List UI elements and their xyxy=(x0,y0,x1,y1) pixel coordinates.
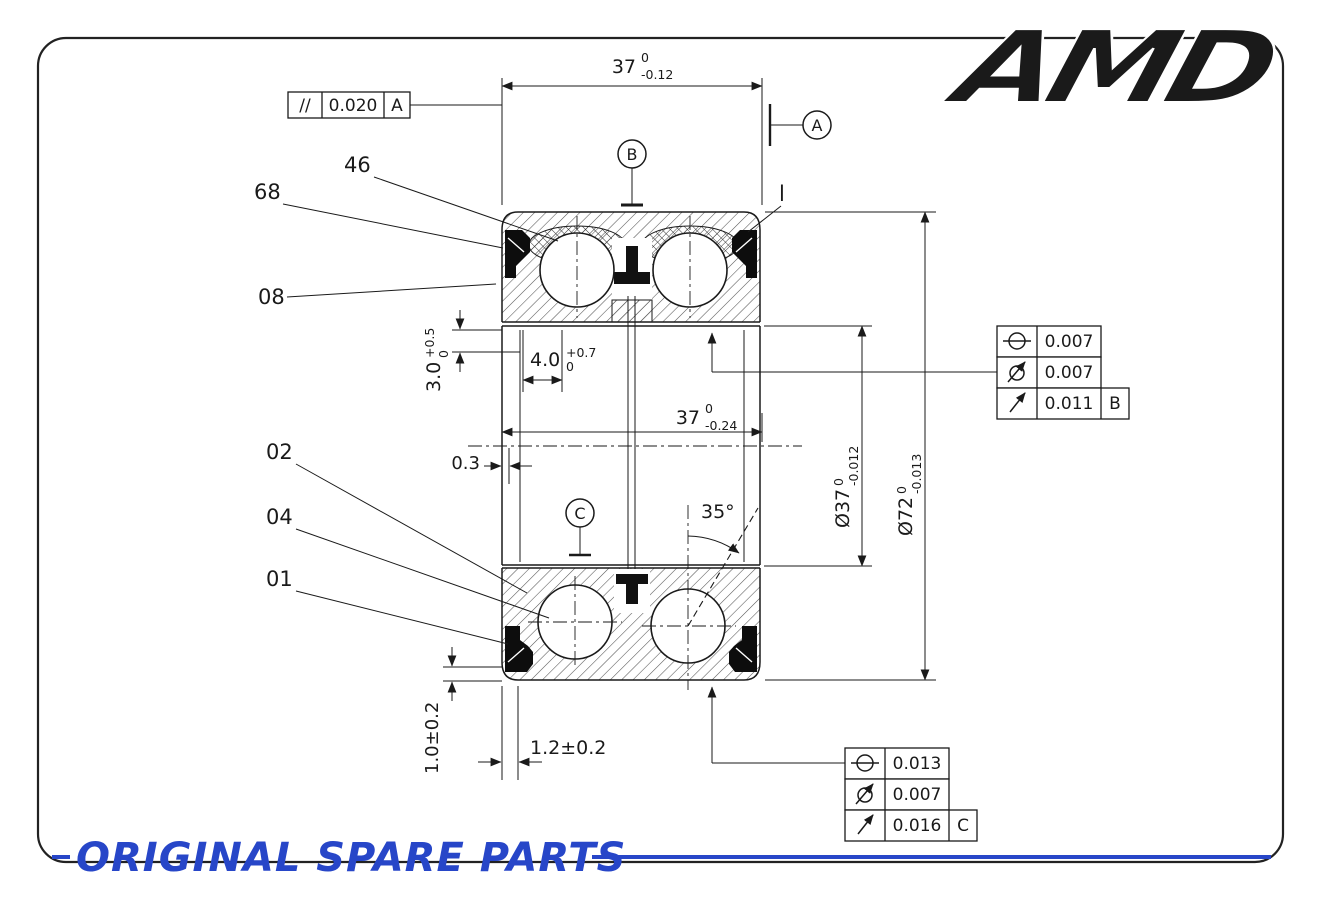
dim-seal-depth-upper: +0.5 xyxy=(422,328,437,358)
leader-l xyxy=(747,205,782,233)
leader-04 xyxy=(295,528,550,619)
dim-groove-width-value: 4.0 xyxy=(530,349,560,371)
dim-width-inner-upper: 0 xyxy=(705,401,713,416)
amd-logo-outline: AMD xyxy=(935,9,1288,125)
face-runout-icon xyxy=(851,754,879,772)
parallelism-frame: // 0.020 A xyxy=(287,91,502,119)
dim-groove-width-upper: +0.7 xyxy=(566,345,596,360)
leader-01 xyxy=(295,590,509,645)
dim-width-outer-upper: 0 xyxy=(641,50,649,65)
runout-c-row1-value: 0.013 xyxy=(893,754,942,774)
center-rib-bottom xyxy=(616,574,648,604)
dim-outer-dia-lower: -0.013 xyxy=(909,454,924,494)
dim-edge-offset: 0.3 xyxy=(451,453,532,474)
centerlines xyxy=(468,216,802,690)
runout-c-row2-value: 0.007 xyxy=(893,785,942,805)
dim-seal-depth-value: 3.0 xyxy=(423,362,445,392)
amd-logo: AMD AMD xyxy=(933,8,1288,127)
runout-b-row2-value: 0.007 xyxy=(1045,363,1094,383)
dim-lip-height-value: 1.0±0.2 xyxy=(422,702,443,774)
label-01: 01 xyxy=(266,567,293,591)
center-rib xyxy=(614,246,650,284)
seal-top-right xyxy=(732,230,757,278)
dim-outer-dia: Ø72 0 -0.013 xyxy=(765,211,936,681)
radial-runout-icon xyxy=(1007,361,1026,383)
parallelism-value: 0.020 xyxy=(329,96,378,116)
outer-ring-bottom-section xyxy=(501,564,761,681)
bore-section xyxy=(501,296,761,598)
datum-b-label: B xyxy=(627,145,638,164)
label-46: 46 xyxy=(344,153,371,177)
datum-c-label: C xyxy=(574,504,585,523)
dim-groove-width: 4.0 +0.7 0 xyxy=(522,330,596,392)
datum-b: B xyxy=(617,139,647,207)
runout-b-row3-value: 0.011 xyxy=(1045,394,1094,414)
dim-groove-width-lower: 0 xyxy=(566,359,574,374)
dim-seal-depth: 3.0 +0.5 0 xyxy=(422,310,520,392)
runout-b-row3-datum: B xyxy=(1109,394,1121,414)
runout-frame-c: 0.013 0.007 0.016 C xyxy=(707,686,978,842)
runout-c-row3-value: 0.016 xyxy=(893,816,942,836)
label-68: 68 xyxy=(254,180,281,204)
footer-slogan: ORIGINAL SPARE PARTS xyxy=(76,835,626,881)
dim-lip-width-value: 1.2±0.2 xyxy=(530,737,606,759)
dim-outer-dia-value: Ø72 xyxy=(895,497,917,536)
bearing-cross-section xyxy=(468,211,802,690)
dim-width-inner: 37 0 -0.24 xyxy=(501,401,763,442)
face-runout-icon xyxy=(1003,332,1031,350)
dim-contact-angle: 35° xyxy=(687,501,759,627)
parallelism-datum: A xyxy=(391,96,403,116)
runout-frame-b: 0.007 0.007 0.011 B xyxy=(707,325,1130,420)
leader-08 xyxy=(286,283,497,298)
runout-b-row1-value: 0.007 xyxy=(1045,332,1094,352)
runout-icon xyxy=(857,814,874,835)
dim-width-outer-lower: -0.12 xyxy=(641,67,673,82)
runout-icon xyxy=(1009,392,1026,413)
dim-bore-dia-upper: 0 xyxy=(831,478,846,486)
outer-ring-top-section xyxy=(501,211,761,327)
label-08: 08 xyxy=(258,285,285,309)
seal-top-left xyxy=(505,230,530,278)
datum-a: A xyxy=(768,104,832,146)
leader-46 xyxy=(373,176,559,242)
leader-68 xyxy=(282,203,504,249)
amd-logo-text: AMD xyxy=(935,9,1288,125)
dim-width-inner-lower: -0.24 xyxy=(705,418,737,433)
label-02: 02 xyxy=(266,440,293,464)
footer: ORIGINAL SPARE PARTS xyxy=(52,835,1271,881)
dim-width-inner-value: 37 xyxy=(676,407,700,429)
label-l: l xyxy=(779,182,785,206)
dim-lip-width: 1.2±0.2 xyxy=(478,686,606,780)
dim-bore-dia: Ø37 0 -0.012 xyxy=(764,325,872,567)
datum-a-label: A xyxy=(812,116,823,135)
runout-c-row3-datum: C xyxy=(957,816,969,836)
leader-02 xyxy=(295,463,528,594)
radial-runout-icon xyxy=(855,783,874,805)
dim-bore-dia-lower: -0.012 xyxy=(846,446,861,486)
dim-lip-height: 1.0±0.2 xyxy=(422,647,502,774)
seal-bottom-left xyxy=(505,626,533,672)
part-labels: 46 68 08 02 04 01 l xyxy=(254,153,785,645)
dim-outer-dia-upper: 0 xyxy=(894,486,909,494)
dim-width-outer-value: 37 xyxy=(612,56,636,78)
dim-edge-offset-value: 0.3 xyxy=(451,453,480,474)
dim-width-outer: 37 0 -0.12 xyxy=(501,50,763,205)
dim-bore-dia-value: Ø37 xyxy=(832,489,854,528)
dim-contact-angle-value: 35° xyxy=(701,501,735,523)
dim-seal-depth-lower: 0 xyxy=(436,350,451,358)
datum-c: C xyxy=(565,498,595,557)
label-04: 04 xyxy=(266,505,293,529)
page-border xyxy=(36,36,1285,864)
parallelism-icon: // xyxy=(299,96,311,116)
